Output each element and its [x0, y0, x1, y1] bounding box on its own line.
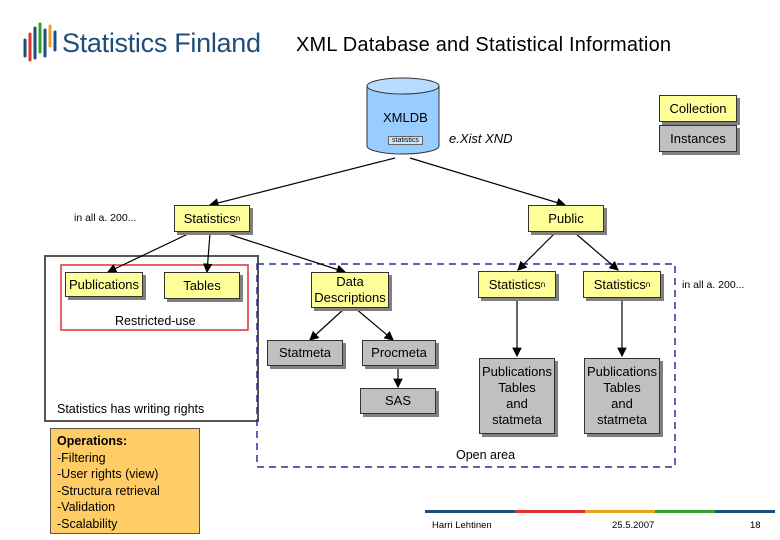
writing-rights-label: Statistics has writing rights [57, 402, 205, 416]
operations-box: Operations: -Filtering -User rights (vie… [50, 428, 200, 534]
statistics-public-subscript-2: n [645, 279, 651, 289]
restricted-use-label: Restricted-use [115, 314, 196, 328]
publications-node: Publications [65, 272, 143, 297]
data-descriptions-line-2: Descriptions [314, 290, 386, 305]
instance-1-line-2: Tables [498, 380, 536, 395]
operations-item: -Scalability [57, 516, 118, 531]
legend-collection: Collection [659, 95, 737, 122]
operations-item: -Structura retrieval [57, 483, 160, 498]
instance-1-line-1: Publications [481, 364, 553, 379]
data-descriptions-node: Data Descriptions [311, 272, 389, 308]
logo-text: Statistics Finland [62, 28, 261, 58]
footer-date: 25.5.2007 [612, 520, 655, 531]
open-area-frame [256, 263, 676, 468]
logo-icon [23, 22, 57, 62]
operations-item: -Validation [57, 500, 116, 514]
instance-node-1: Publications Tables and statmeta [479, 358, 555, 434]
statistics-private-subscript: n [235, 213, 241, 223]
instance-1-line-3: and [506, 396, 528, 411]
logo: Statistics Finland [22, 20, 272, 64]
writing-rights-frame [44, 255, 259, 422]
data-descriptions-line-1: Data [336, 274, 364, 289]
engine-label: e.Xist XND [449, 131, 513, 146]
instance-2-line-3: and [611, 396, 633, 411]
xmldb-sub-label: statistics [388, 136, 423, 145]
in-all-left-label: in all a. 200... [74, 212, 137, 224]
statistics-public-subscript-1: n [540, 279, 546, 289]
operations-item: -User rights (view) [57, 467, 159, 481]
public-node: Public [528, 205, 604, 232]
restricted-use-frame [60, 264, 249, 331]
page-title: XML Database and Statistical Information [296, 34, 672, 56]
footer-author: Harri Lehtinen [432, 520, 492, 531]
statistics-private-label: Statistics [183, 210, 236, 226]
xmldb-label: XMLDB [383, 110, 428, 125]
statistics-public-label-2: Statistics [593, 276, 646, 292]
operations-heading: Operations: [57, 434, 128, 448]
procmeta-node: Procmeta [362, 340, 436, 366]
instance-1-line-4: statmeta [492, 412, 542, 427]
footer-page: 18 [750, 520, 761, 531]
in-all-right-label: in all a. 200... [682, 279, 745, 291]
statistics-public-label-1: Statistics [488, 276, 541, 292]
instance-2-line-1: Publications [586, 364, 658, 379]
instance-2-line-4: statmeta [597, 412, 647, 427]
legend-instances: Instances [659, 125, 737, 152]
footer-color-bar [425, 510, 775, 513]
operations-item: -Filtering [57, 450, 106, 465]
sas-node: SAS [360, 388, 436, 414]
instance-2-line-2: Tables [603, 380, 641, 395]
instance-node-2: Publications Tables and statmeta [584, 358, 660, 434]
statmeta-node: Statmeta [267, 340, 343, 366]
tables-node: Tables [164, 272, 240, 299]
open-area-label: Open area [456, 448, 516, 462]
